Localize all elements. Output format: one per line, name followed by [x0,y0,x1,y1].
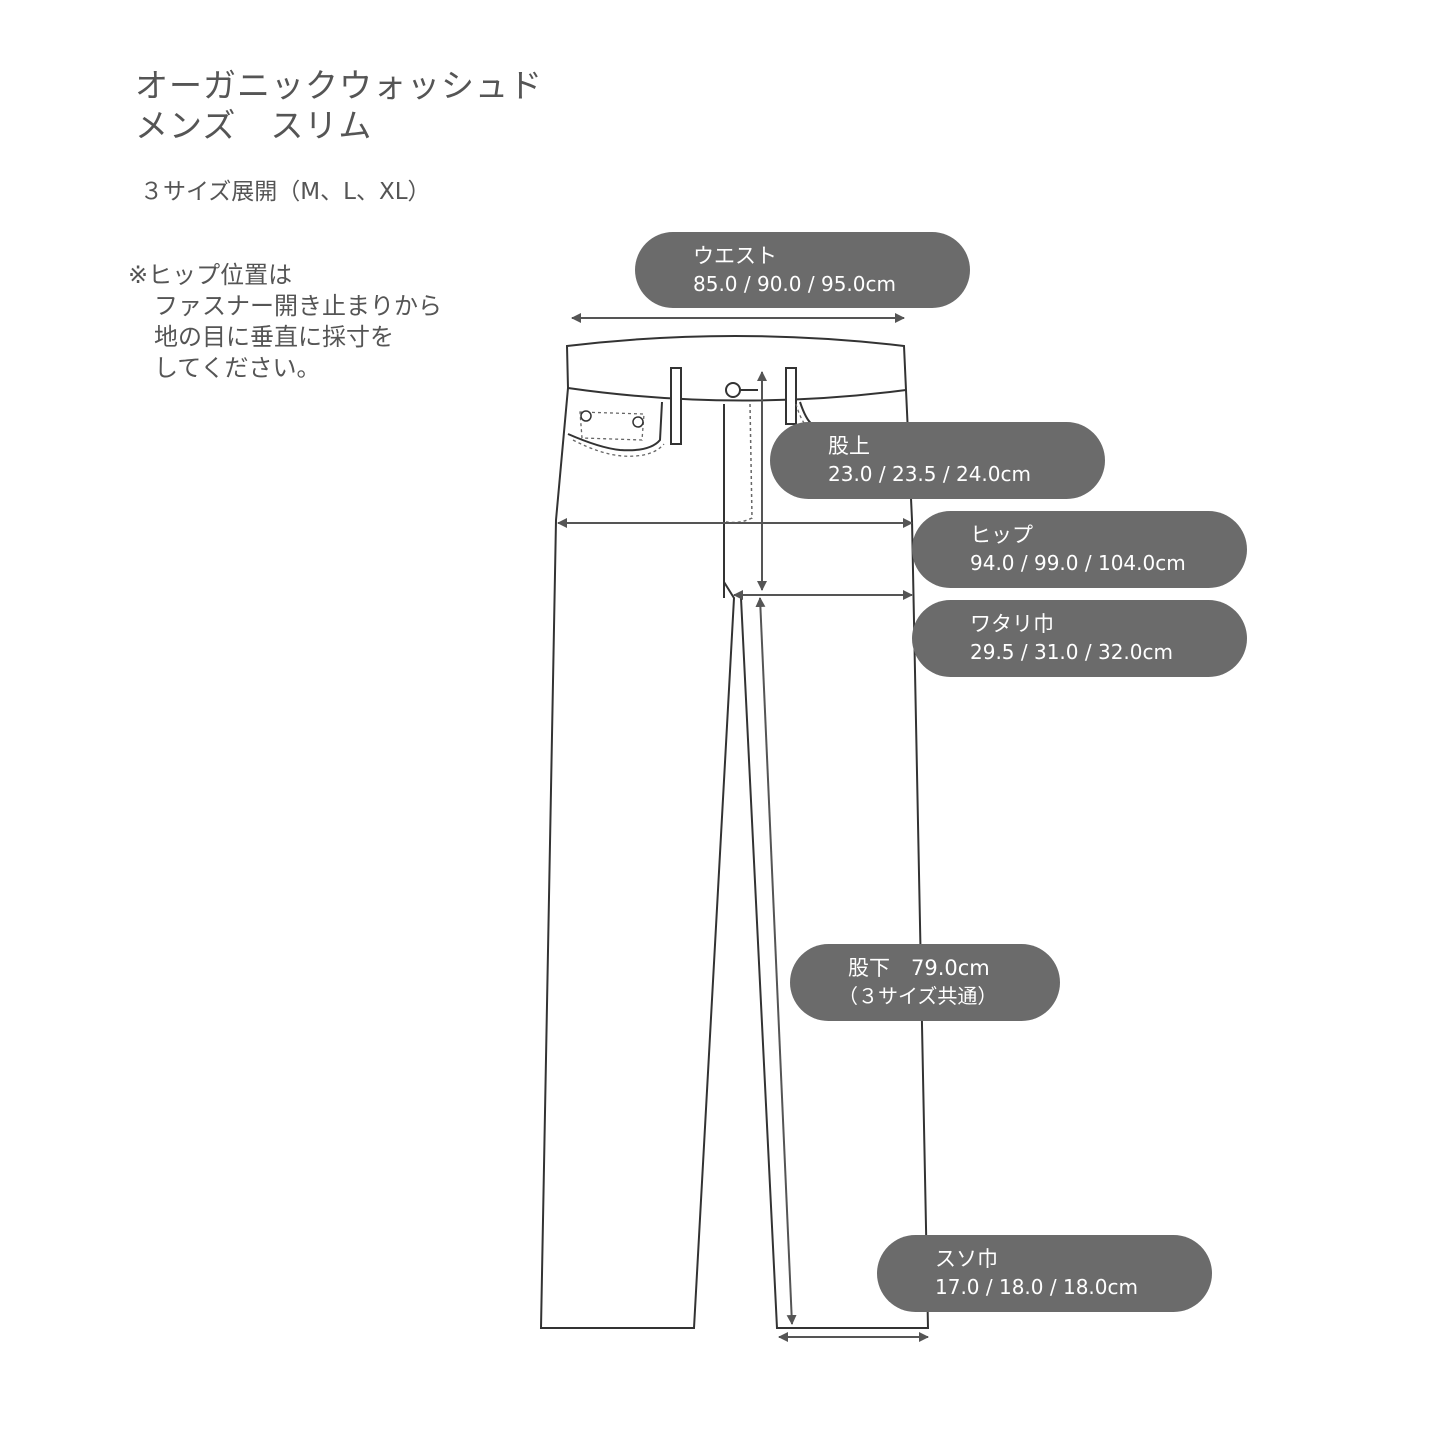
inseam-arrow [755,597,797,1325]
inseam-label: 股下 79.0cm [848,956,990,980]
thigh-pill: ワタリ巾 29.5 / 31.0 / 32.0cm [912,600,1247,677]
note-line2: ファスナー開き止まりから [154,292,442,320]
left-pocket [567,401,663,452]
hip-measurement-note: ※ヒップ位置は ファスナー開き止まりから 地の目に垂直に採寸を してください。 [128,260,442,384]
fly-stitch [725,403,753,524]
coin-pocket [579,411,645,441]
hip-values: 94.0 / 99.0 / 104.0cm [970,551,1186,575]
hem-values: 17.0 / 18.0 / 18.0cm [935,1275,1138,1299]
hip-label: ヒップ [970,523,1033,547]
waist-values: 85.0 / 90.0 / 95.0cm [693,272,896,296]
note-line1: ※ヒップ位置は [128,261,293,289]
waist-pill: ウエスト 85.0 / 90.0 / 95.0cm [635,232,970,308]
right-pocket [799,401,905,425]
thigh-label: ワタリ巾 [970,612,1054,636]
size-range-label: ３サイズ展開（M、L、XL） [140,179,431,205]
inseam-values: （３サイズ共通） [838,984,998,1008]
product-title: オーガニックウォッシュド メンズ スリム [135,66,543,146]
note-line3: 地の目に垂直に採寸を [154,323,394,351]
thigh-values: 29.5 / 31.0 / 32.0cm [970,640,1173,664]
waist-label: ウエスト [693,244,777,268]
rise-values: 23.0 / 23.5 / 24.0cm [828,462,1031,486]
product-title-line2: メンズ スリム [135,106,373,145]
rise-pill: 股上 23.0 / 23.5 / 24.0cm [770,422,1105,499]
note-line4: してください。 [154,354,321,382]
button-icon [725,382,741,398]
left-leg-outline [539,387,736,1329]
product-title-line1: オーガニックウォッシュド [135,66,543,105]
rise-label: 股上 [828,434,870,458]
belt-loop-left [670,367,682,445]
hem-pill: スソ巾 17.0 / 18.0 / 18.0cm [877,1235,1212,1312]
belt-loop-right [785,367,797,425]
right-leg-outline [740,389,930,1329]
hip-pill: ヒップ 94.0 / 99.0 / 104.0cm [912,511,1247,588]
inseam-pill: 股下 79.0cm （３サイズ共通） [790,944,1060,1021]
hem-label: スソ巾 [935,1247,998,1271]
